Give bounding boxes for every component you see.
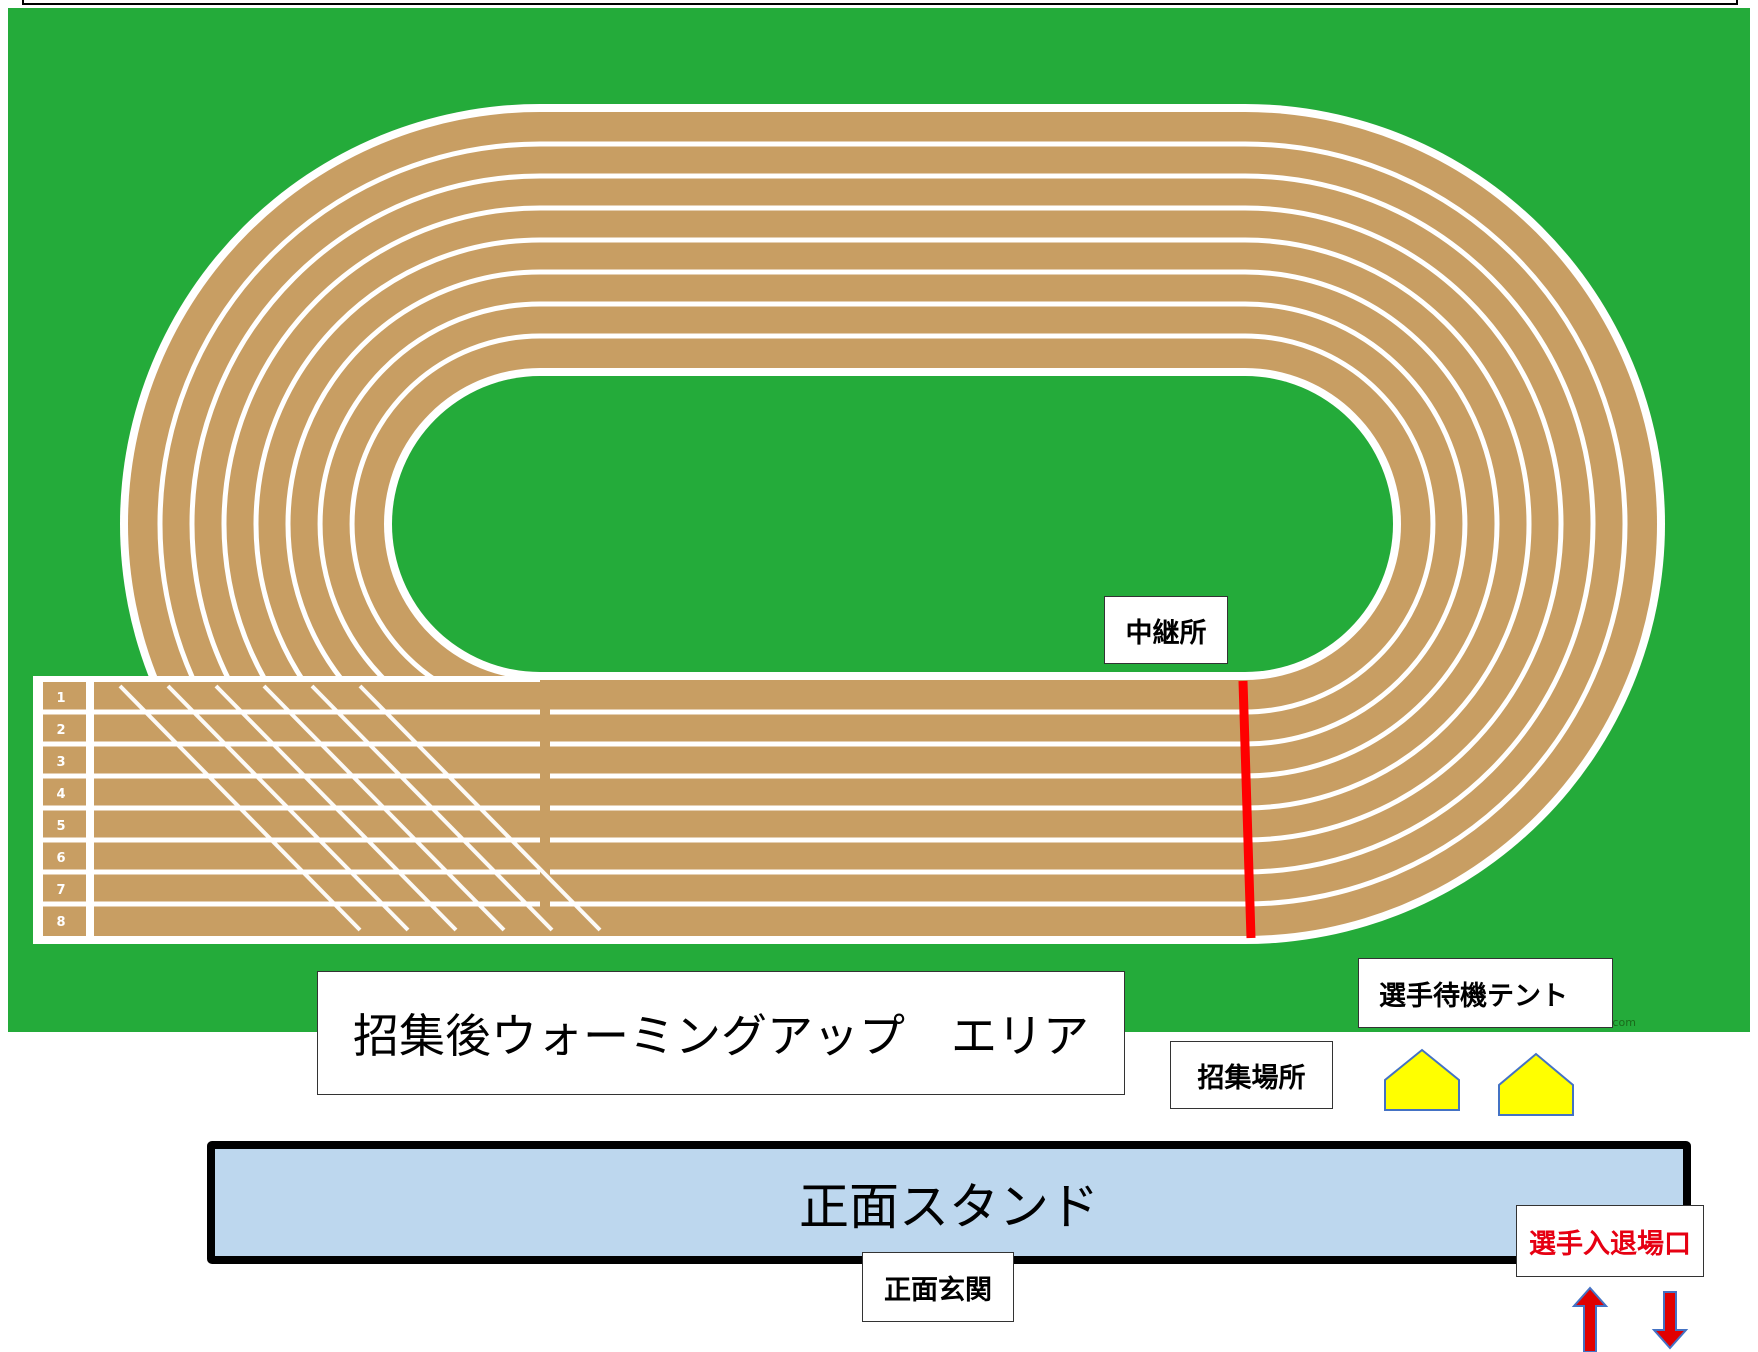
main-stand-label: 正面スタンド (799, 1177, 1099, 1236)
stagger-line (118, 684, 362, 932)
athlete-waiting-tent-label: 選手待機テント (1358, 958, 1613, 1028)
top-border (22, 0, 1738, 5)
lane-number-tag (48, 688, 74, 706)
tent-icon (1384, 1048, 1460, 1111)
lane-number-tag (48, 848, 74, 866)
infield (392, 376, 1393, 672)
running-track (33, 104, 1665, 944)
up-arrow-icon (1571, 1286, 1609, 1352)
lane-number: 3 (56, 755, 65, 770)
lane-number-tag (48, 720, 74, 738)
main-entrance-label: 正面玄関 (862, 1252, 1014, 1322)
relay-zone-line (1238, 680, 1256, 939)
lane-number-tag (48, 752, 74, 770)
stagger-line (166, 684, 410, 932)
lane-number: 4 (56, 787, 65, 802)
stagger-line (262, 684, 506, 932)
lane-number: 6 (56, 851, 65, 866)
stagger-line (310, 684, 554, 932)
lane-number-tag (48, 784, 74, 802)
down-arrow-icon (1651, 1291, 1689, 1350)
start-line (86, 680, 94, 936)
stagger-line (358, 684, 602, 932)
lane-line (157, 141, 1628, 907)
stagger-line (214, 684, 458, 932)
warmup-area-label: 招集後ウォーミングアップ エリア (317, 971, 1125, 1095)
athlete-gate-label: 選手入退場口 (1516, 1205, 1704, 1277)
lane-number: 2 (56, 723, 65, 738)
relay-zone-label: 中継所 (1104, 596, 1228, 664)
lane-numbers: 1 2 3 4 5 6 7 8 (48, 688, 74, 930)
lane-number: 8 (56, 915, 65, 930)
lane-number-tag (48, 880, 74, 898)
lane-number-tag (48, 912, 74, 930)
main-stand: 正面スタンド (207, 1141, 1691, 1264)
lane-number: 7 (56, 883, 65, 898)
tent-icon (1498, 1052, 1574, 1116)
lane-number: 5 (56, 819, 65, 834)
lane-number-tag (48, 816, 74, 834)
call-up-area-label: 招集場所 (1170, 1041, 1333, 1109)
lane-number: 1 (56, 691, 65, 706)
